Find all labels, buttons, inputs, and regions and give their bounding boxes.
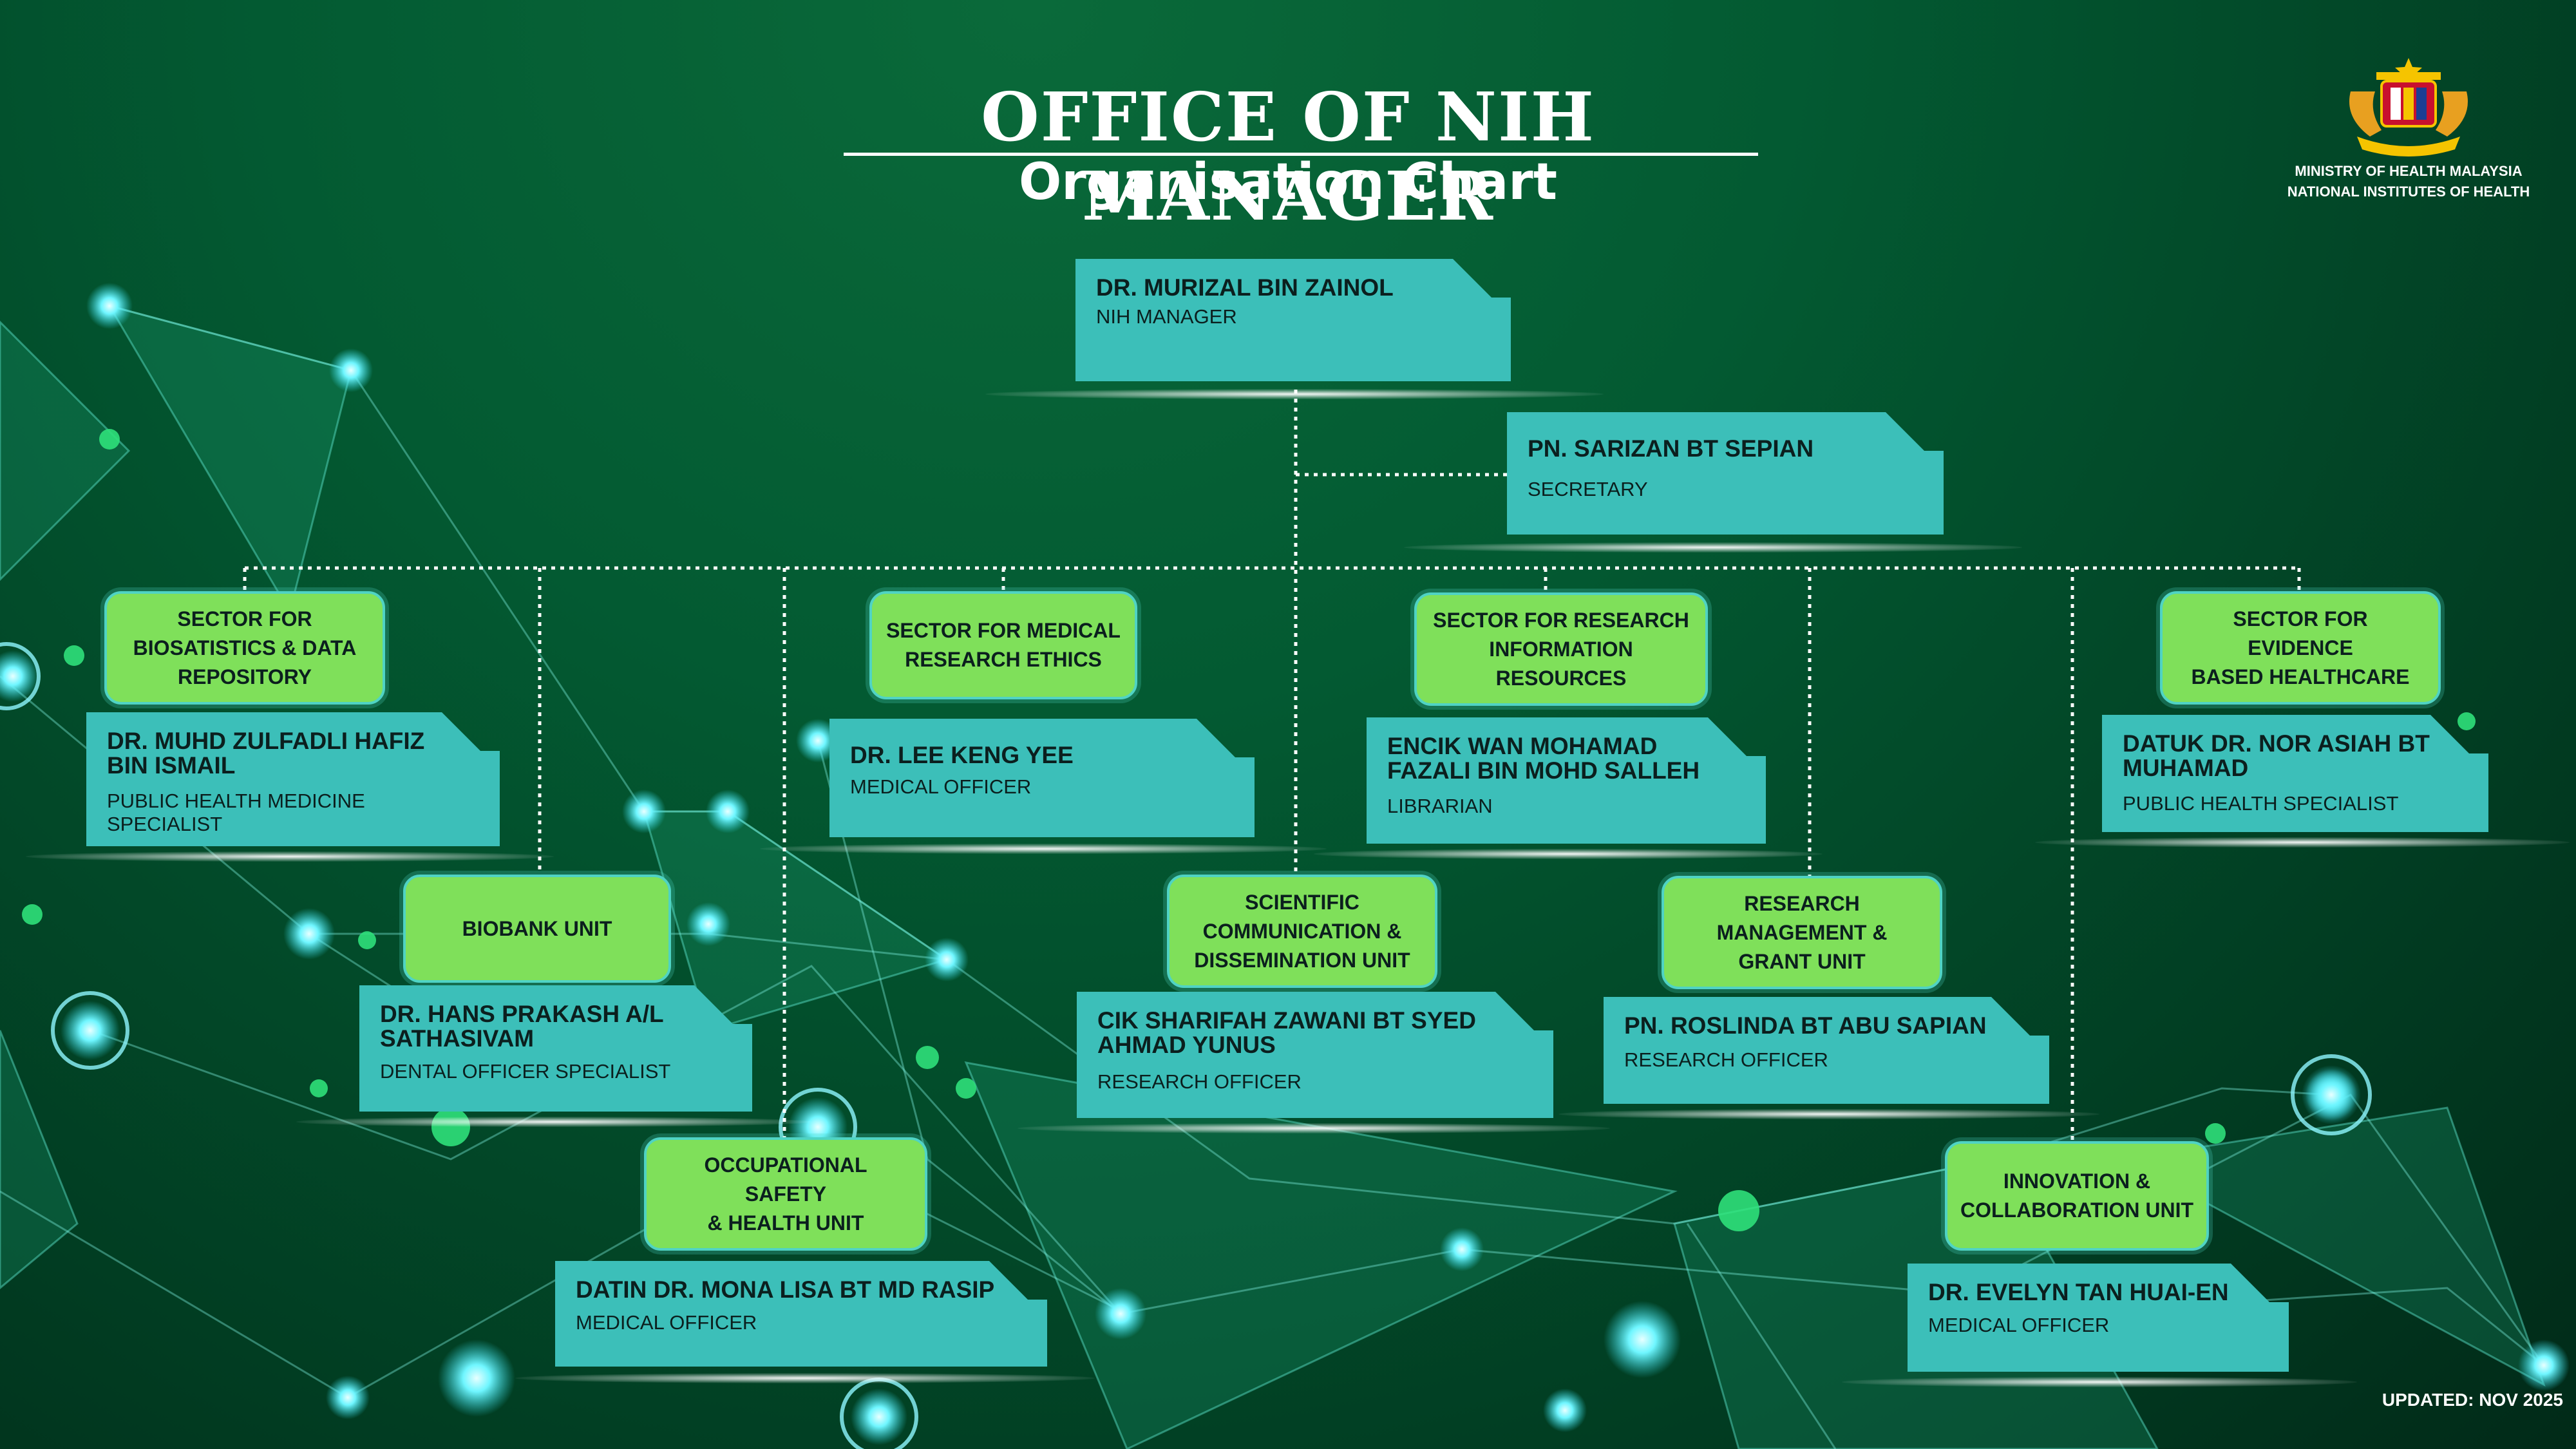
card-shadow <box>1842 1377 2357 1387</box>
page-subtitle: Organisation Chart <box>1018 153 1558 211</box>
person-role: PUBLIC HEALTH MEDICINE SPECIALIST <box>107 790 365 835</box>
staff-card-medical-research-ethics: DR. LEE KENG YEE MEDICAL OFFICER <box>829 719 1255 837</box>
unit-name: BIOBANK UNIT <box>462 916 612 940</box>
staff-card-occupational-safety: DATIN DR. MONA LISA BT MD RASIP MEDICAL … <box>555 1261 1047 1367</box>
card-shadow <box>985 389 1604 399</box>
person-name: DR. LEE KENG YEE <box>850 742 1074 768</box>
ministry-label: MINISTRY OF HEALTH MALAYSIA NATIONAL INS… <box>2254 161 2563 202</box>
unit-box-evidence-based-healthcare: SECTOR FOR EVIDENCE BASED HEALTHCARE <box>2160 591 2441 705</box>
unit-box-biobank: BIOBANK UNIT <box>403 875 671 983</box>
person-name: DATUK DR. NOR ASIAH BT MUHAMAD <box>2123 730 2430 781</box>
person-role: SECRETARY <box>1528 478 1648 500</box>
person-name: DR. MUHD ZULFADLI HAFIZ BIN ISMAIL <box>107 728 425 779</box>
person-role: RESEARCH OFFICER <box>1097 1070 1302 1093</box>
unit-box-occupational-safety: OCCUPATIONAL SAFETY & HEALTH UNIT <box>644 1137 927 1251</box>
person-role: PUBLIC HEALTH SPECIALIST <box>2123 792 2399 815</box>
staff-card-innovation-collaboration: DR. EVELYN TAN HUAI-EN MEDICAL OFFICER <box>1908 1264 2289 1372</box>
person-name: DATIN DR. MONA LISA BT MD RASIP <box>576 1276 995 1303</box>
staff-card-scientific-communication: CIK SHARIFAH ZAWANI BT SYED AHMAD YUNUS … <box>1077 992 1553 1118</box>
staff-card-research-information-resources: ENCIK WAN MOHAMAD FAZALI BIN MOHD SALLEH… <box>1367 717 1766 844</box>
card-shadow <box>515 1373 1095 1383</box>
unit-name: RESEARCH MANAGEMENT & GRANT UNIT <box>1716 891 1888 973</box>
malaysia-coat-of-arms-icon <box>2349 58 2468 156</box>
updated-date: UPDATED: NOV 2025 <box>2382 1390 2563 1410</box>
card-shadow <box>26 851 554 862</box>
manager-card: DR. MURIZAL BIN ZAINOL NIH MANAGER <box>1075 259 1511 381</box>
person-role: MEDICAL OFFICER <box>1928 1314 2110 1336</box>
unit-box-medical-research-ethics: SECTOR FOR MEDICAL RESEARCH ETHICS <box>869 591 1137 699</box>
person-name: ENCIK WAN MOHAMAD FAZALI BIN MOHD SALLEH <box>1387 733 1700 784</box>
secretary-card: PN. SARIZAN BT SEPIAN SECRETARY <box>1507 412 1944 535</box>
unit-name: SECTOR FOR RESEARCH INFORMATION RESOURCE… <box>1433 608 1689 690</box>
unit-name: INNOVATION & COLLABORATION UNIT <box>1960 1170 2194 1222</box>
card-shadow <box>296 1117 811 1127</box>
unit-box-innovation-collaboration: INNOVATION & COLLABORATION UNIT <box>1945 1141 2209 1251</box>
ministry-name: MINISTRY OF HEALTH MALAYSIA <box>2295 163 2523 179</box>
unit-box-biostatistics: SECTOR FOR BIOSATISTICS & DATA REPOSITOR… <box>104 591 385 705</box>
card-shadow <box>1018 1123 1610 1133</box>
card-shadow <box>2035 837 2570 848</box>
person-name: PN. ROSLINDA BT ABU SAPIAN <box>1624 1012 1987 1039</box>
person-role: LIBRARIAN <box>1387 795 1493 817</box>
person-role: NIH MANAGER <box>1096 305 1237 328</box>
page-title: OFFICE OF NIH MANAGER <box>981 77 1595 236</box>
person-role: MEDICAL OFFICER <box>850 775 1032 798</box>
person-name: DR. MURIZAL BIN ZAINOL <box>1096 274 1394 301</box>
unit-box-research-management: RESEARCH MANAGEMENT & GRANT UNIT <box>1662 876 1942 989</box>
person-name: DR. EVELYN TAN HUAI-EN <box>1928 1279 2229 1305</box>
unit-name: SCIENTIFIC COMMUNICATION & DISSEMINATION… <box>1194 890 1410 972</box>
institute-name: NATIONAL INSTITUTES OF HEALTH <box>2287 184 2530 200</box>
card-shadow <box>1558 1109 2099 1119</box>
person-role: MEDICAL OFFICER <box>576 1311 757 1334</box>
staff-card-research-management: PN. ROSLINDA BT ABU SAPIAN RESEARCH OFFI… <box>1604 997 2049 1104</box>
person-role: RESEARCH OFFICER <box>1624 1048 1828 1071</box>
unit-name: OCCUPATIONAL SAFETY & HEALTH UNIT <box>704 1153 867 1235</box>
card-shadow <box>1404 542 2022 553</box>
card-shadow <box>760 844 1327 854</box>
unit-name: SECTOR FOR MEDICAL RESEARCH ETHICS <box>886 619 1121 671</box>
person-role: DENTAL OFFICER SPECIALIST <box>380 1060 671 1083</box>
unit-name: SECTOR FOR EVIDENCE BASED HEALTHCARE <box>2191 607 2410 688</box>
unit-box-research-information-resources: SECTOR FOR RESEARCH INFORMATION RESOURCE… <box>1414 592 1708 706</box>
staff-card-biostatistics: DR. MUHD ZULFADLI HAFIZ BIN ISMAIL PUBLI… <box>86 712 500 846</box>
person-name: PN. SARIZAN BT SEPIAN <box>1528 435 1814 462</box>
person-name: DR. HANS PRAKASH A/L SATHASIVAM <box>380 1001 664 1052</box>
staff-card-evidence-based-healthcare: DATUK DR. NOR ASIAH BT MUHAMAD PUBLIC HE… <box>2102 715 2488 832</box>
person-name: CIK SHARIFAH ZAWANI BT SYED AHMAD YUNUS <box>1097 1007 1476 1058</box>
staff-card-biobank: DR. HANS PRAKASH A/L SATHASIVAM DENTAL O… <box>359 985 752 1112</box>
unit-name: SECTOR FOR BIOSATISTICS & DATA REPOSITOR… <box>133 607 357 688</box>
title-underline <box>844 153 1758 156</box>
unit-box-scientific-communication: SCIENTIFIC COMMUNICATION & DISSEMINATION… <box>1167 875 1437 988</box>
card-shadow <box>1314 849 1823 859</box>
